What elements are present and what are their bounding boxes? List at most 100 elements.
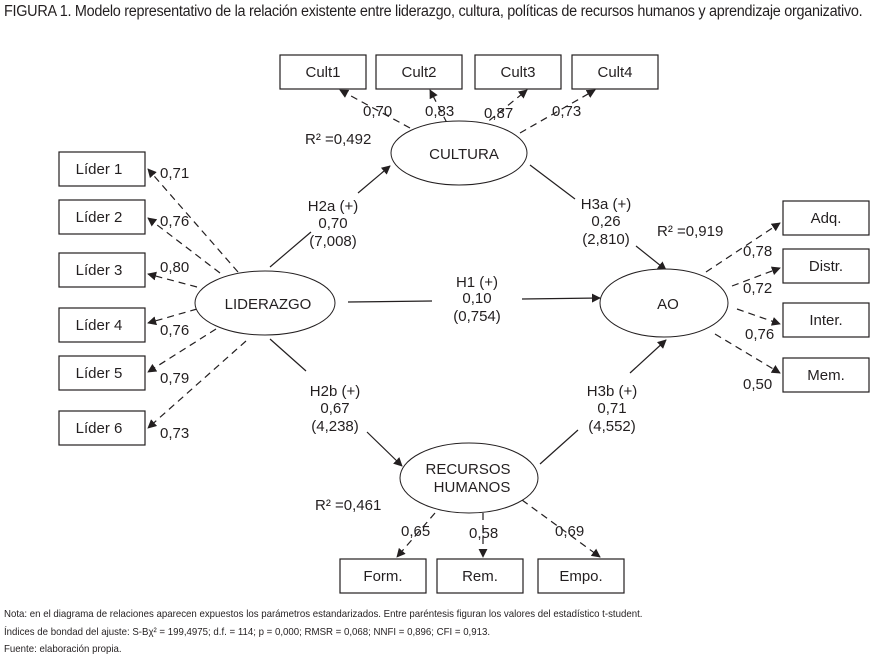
indicator-label: Líder 3 <box>76 262 123 279</box>
loading-arrow-lider3 <box>147 271 198 288</box>
path-h3b-coef: 0,71 <box>597 400 626 417</box>
loading-arrow-lider4 <box>147 308 198 326</box>
loading-arrow-lider1 <box>147 168 239 273</box>
path-h2a-lower <box>269 231 312 268</box>
path-h2a-name: H2a (+) <box>308 198 358 215</box>
loading-inter: 0,76 <box>745 326 774 343</box>
loading-lider1: 0,71 <box>160 165 189 182</box>
indicator-inter: Inter. <box>782 302 870 338</box>
path-h1-name: H1 (+) <box>456 274 498 291</box>
indicator-empo: Empo. <box>537 558 625 594</box>
loading-lider4: 0,76 <box>160 322 189 339</box>
path-h3b-t: (4,552) <box>588 418 636 435</box>
loading-arrow-mem <box>714 333 781 374</box>
indicator-label: Adq. <box>811 210 842 227</box>
loading-arrow-cult2 <box>429 89 448 124</box>
path-h2b-coef: 0,67 <box>320 400 349 417</box>
path-h1-coef: 0,10 <box>462 290 491 307</box>
path-h2a-t: (7,008) <box>309 233 357 250</box>
indicator-label: Líder 2 <box>76 209 123 226</box>
path-h1-left <box>347 300 433 303</box>
loading-cult2: 0,83 <box>425 103 454 120</box>
r2-ao: R² =0,919 <box>657 223 723 240</box>
indicator-mem: Mem. <box>782 357 870 393</box>
indicator-lider2: Líder 2 <box>58 199 146 235</box>
path-h3b-name: H3b (+) <box>587 383 637 400</box>
loading-form: 0,65 <box>401 523 430 540</box>
loading-lider3: 0,80 <box>160 259 189 276</box>
loading-cult4: 0,73 <box>552 103 581 120</box>
loading-lider5: 0,79 <box>160 370 189 387</box>
loading-distr: 0,72 <box>743 280 772 297</box>
path-h2b-lower <box>366 431 403 467</box>
loading-mem: 0,50 <box>743 376 772 393</box>
indicator-label: Empo. <box>559 568 602 585</box>
path-h1-t: (0,754) <box>453 308 501 325</box>
r2-cultura: R² =0,492 <box>305 131 371 148</box>
indicator-cult4: Cult4 <box>571 54 659 90</box>
loading-cult1: 0,70 <box>363 103 392 120</box>
loading-empo: 0,69 <box>555 523 584 540</box>
indicator-lider1: Líder 1 <box>58 151 146 187</box>
path-h3b-upper <box>629 339 667 374</box>
indicator-label: Distr. <box>809 258 843 275</box>
indicator-adq: Adq. <box>782 200 870 236</box>
loading-arrow-adq <box>705 222 781 273</box>
source-text: Fuente: elaboración propia. <box>4 643 122 655</box>
indicator-label: Cult1 <box>305 64 340 81</box>
path-h2b-upper <box>269 338 307 372</box>
latent-label-line2: HUMANOS <box>434 479 511 496</box>
loading-rem: 0,58 <box>469 525 498 542</box>
indicator-label: Líder 5 <box>76 365 123 382</box>
latent-ao: AO <box>599 268 729 338</box>
path-h3a-t: (2,810) <box>582 231 630 248</box>
loading-arrow-empo <box>521 499 601 558</box>
indicator-label: Líder 6 <box>76 420 123 437</box>
indicator-label: Cult2 <box>401 64 436 81</box>
loading-arrow-lider2 <box>147 217 221 274</box>
indicator-label: Cult4 <box>597 64 632 81</box>
indicator-lider4: Líder 4 <box>58 307 146 343</box>
indicator-distr: Distr. <box>782 248 870 284</box>
path-h3a-lower <box>635 245 667 271</box>
indicator-label: Mem. <box>807 367 845 384</box>
path-h3a-upper <box>529 164 576 200</box>
path-h2b-t: (4,238) <box>311 418 359 435</box>
indicator-label: Cult3 <box>500 64 535 81</box>
indicator-cult3: Cult3 <box>474 54 562 90</box>
fit-indices: Índices de bondad del ajuste: S-Bχ² = 19… <box>4 625 491 638</box>
r2-rrhh: R² =0,461 <box>315 497 381 514</box>
indicator-lider5: Líder 5 <box>58 355 146 391</box>
latent-recursos-humanos: RECURSOS HUMANOS <box>399 442 539 514</box>
indicator-label: Líder 4 <box>76 317 123 334</box>
indicator-form: Form. <box>339 558 427 594</box>
path-h2a-coef: 0,70 <box>318 215 347 232</box>
path-h2b-name: H2b (+) <box>310 383 360 400</box>
figure-title: FIGURA 1. Modelo representativo de la re… <box>4 3 863 20</box>
indicator-label: Líder 1 <box>76 161 123 178</box>
figure-notes: Nota: en el diagrama de relaciones apare… <box>4 606 740 659</box>
path-h2a-upper <box>357 165 391 194</box>
indicator-cult1: Cult1 <box>279 54 367 90</box>
loading-arrow-cult4 <box>519 89 596 134</box>
latent-label: AO <box>657 296 679 313</box>
path-h3b-lower <box>539 429 579 465</box>
indicator-label: Rem. <box>462 568 498 585</box>
path-h1-right <box>521 293 601 303</box>
indicator-label: Form. <box>363 568 402 585</box>
loading-cult3: 0,87 <box>484 105 513 122</box>
latent-cultura: CULTURA <box>390 120 528 186</box>
loading-arrow-form <box>396 512 436 558</box>
loading-arrow-lider5 <box>147 328 217 373</box>
loading-arrow-cult1 <box>339 89 411 129</box>
loading-arrow-cult3 <box>479 89 528 129</box>
indicator-cult2: Cult2 <box>375 54 463 90</box>
loading-arrow-inter <box>736 308 781 326</box>
loading-lider2: 0,76 <box>160 213 189 230</box>
latent-liderazgo: LIDERAZGO <box>194 270 336 336</box>
indicator-lider3: Líder 3 <box>58 252 146 288</box>
latent-label: CULTURA <box>429 146 499 163</box>
loading-arrow-lider6 <box>147 340 247 429</box>
note-text: Nota: en el diagrama de relaciones apare… <box>4 608 643 620</box>
